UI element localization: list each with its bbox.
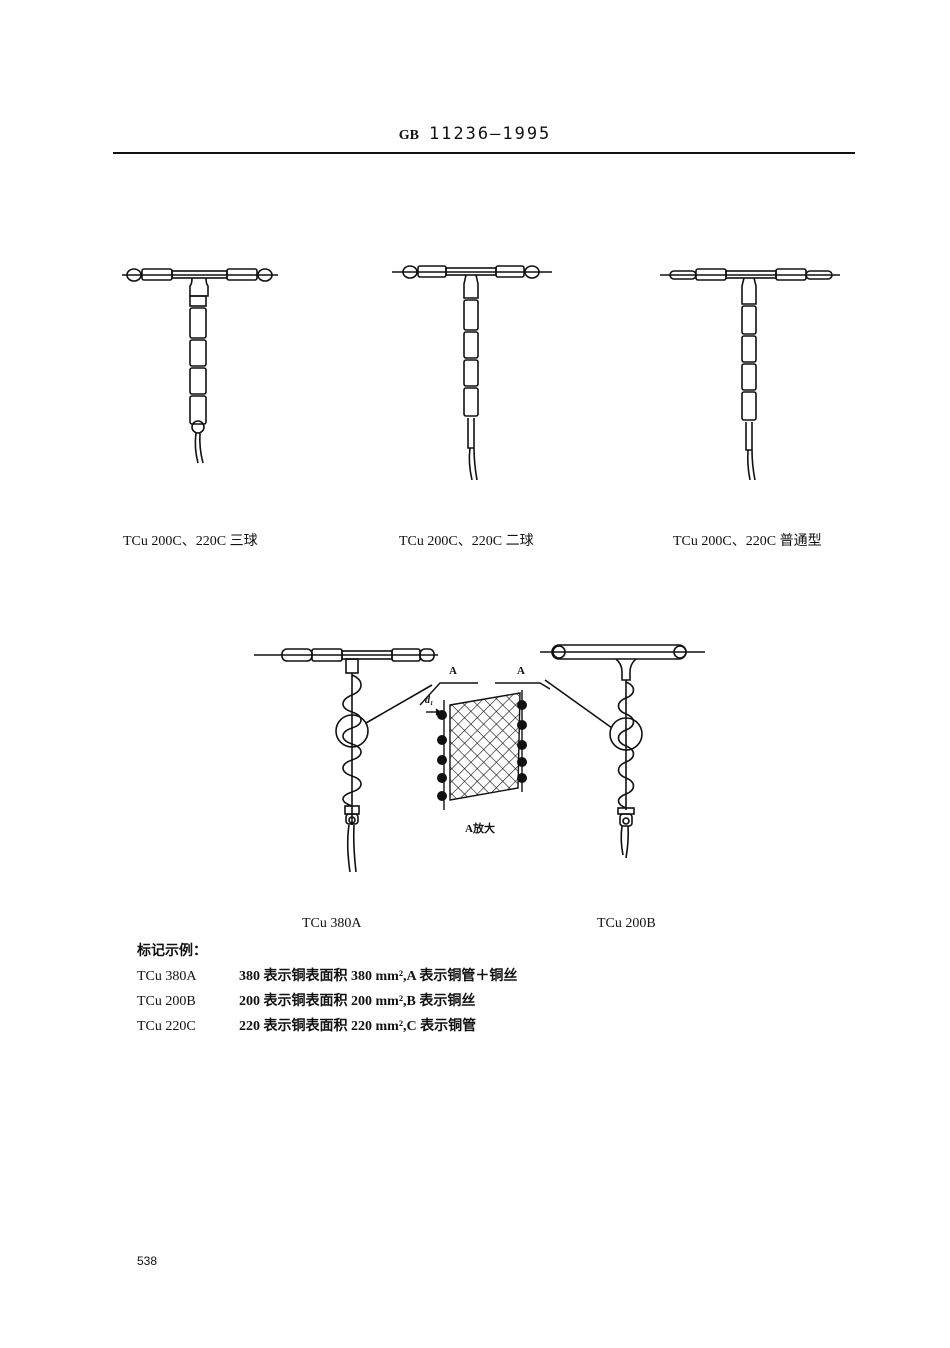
marking-description: 380 表示铜表面积 380 mm²,A 表示铜管＋铜丝 (239, 969, 518, 984)
detail-callout-lines (419, 682, 550, 706)
marking-description: 200 表示铜表面积 200 mm²,B 表示铜丝 (239, 994, 476, 1009)
detail-caption: A放大 (465, 823, 495, 835)
document-header: GB 11236—1995 (0, 124, 950, 144)
caption-three-ball: TCu 200C、220C 三球 (123, 534, 258, 549)
marking-code: TCu 220C (137, 1019, 196, 1034)
detail-a-enlarged (420, 660, 550, 810)
detail-label-right: A (517, 665, 525, 677)
iud-200b-drawing (540, 644, 705, 859)
iud-standard-drawing (660, 268, 840, 481)
marking-row: TCu 200B 200 表示铜表面积 200 mm²,B 表示铜丝 (137, 990, 475, 1010)
marking-row: TCu 220C 220 表示铜表面积 220 mm²,C 表示铜管 (137, 1015, 476, 1035)
iud-three-ball-drawing (122, 268, 278, 464)
marking-examples-heading: 标记示例： (137, 944, 207, 959)
header-rule (113, 152, 855, 154)
marking-row: TCu 380A 380 表示铜表面积 380 mm²,A 表示铜管＋铜丝 (137, 965, 517, 985)
caption-standard: TCu 200C、220C 普通型 (673, 534, 822, 549)
iud-two-ball-drawing (392, 265, 552, 481)
iud-380a-drawing (254, 648, 438, 873)
page-number: 538 (137, 1254, 158, 1268)
marking-code: TCu 200B (137, 994, 196, 1009)
figure-tcu-200c-standard (658, 258, 843, 483)
caption-tcu-200b: TCu 200B (597, 916, 656, 931)
figure-tcu-200c-two-ball (390, 258, 555, 483)
detail-label-left: A (449, 665, 457, 677)
standard-number: 11236—1995 (428, 124, 552, 144)
figure-tcu-200c-three-ball (120, 258, 280, 468)
marking-description: 220 表示铜表面积 220 mm²,C 表示铜管 (239, 1019, 477, 1034)
figure-tcu-200b (540, 640, 710, 865)
marking-code: TCu 380A (137, 969, 197, 984)
figure-tcu-380a (252, 640, 447, 880)
caption-tcu-380a: TCu 380A (302, 916, 362, 931)
dimension-d1: d₁ (425, 695, 434, 706)
caption-two-ball: TCu 200C、220C 二球 (399, 534, 534, 549)
standard-prefix: GB (398, 128, 419, 143)
copper-wire-mesh-detail (426, 690, 527, 810)
